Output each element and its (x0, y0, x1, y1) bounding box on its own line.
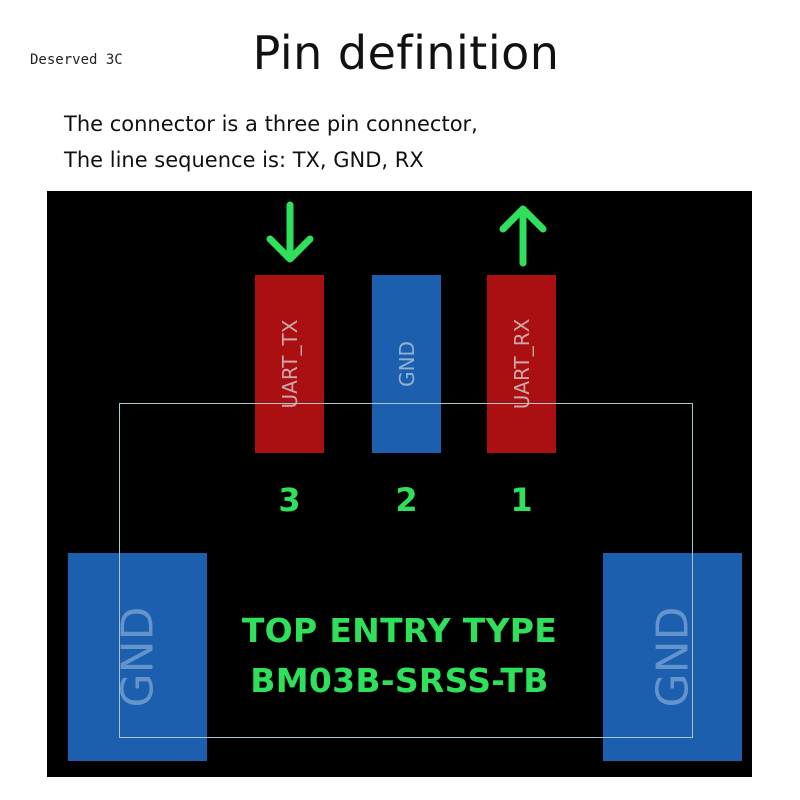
pin-number-1: 1 (510, 481, 533, 519)
connector-diagram: UART_TX GND UART_RX 3 2 1 GND GND TOP EN… (47, 191, 752, 777)
brand-label: Deserved 3C (30, 52, 123, 68)
description-line-1: The connector is a three pin connector, (64, 112, 478, 136)
pin-uart-tx: UART_TX (255, 275, 324, 453)
arrow-up-icon (499, 205, 547, 267)
pin-label-uart-rx: UART_RX (509, 318, 534, 410)
pin-label-uart-tx: UART_TX (277, 319, 302, 409)
arrow-down-icon (266, 201, 314, 263)
connector-outline (119, 403, 693, 738)
pin-gnd: GND (372, 275, 441, 453)
pin-number-3: 3 (278, 481, 301, 519)
pin-uart-rx: UART_RX (487, 275, 556, 453)
gnd-pad-left: GND (68, 553, 207, 761)
description-line-2: The line sequence is: TX, GND, RX (64, 148, 424, 172)
entry-type-label: TOP ENTRY TYPE (241, 611, 558, 650)
gnd-pad-right: GND (603, 553, 742, 761)
pin-number-2: 2 (395, 481, 418, 519)
part-number-label: BM03B-SRSS-TB (250, 661, 549, 700)
pin-label-gnd: GND (394, 341, 419, 387)
page-title: Pin definition (252, 26, 560, 80)
